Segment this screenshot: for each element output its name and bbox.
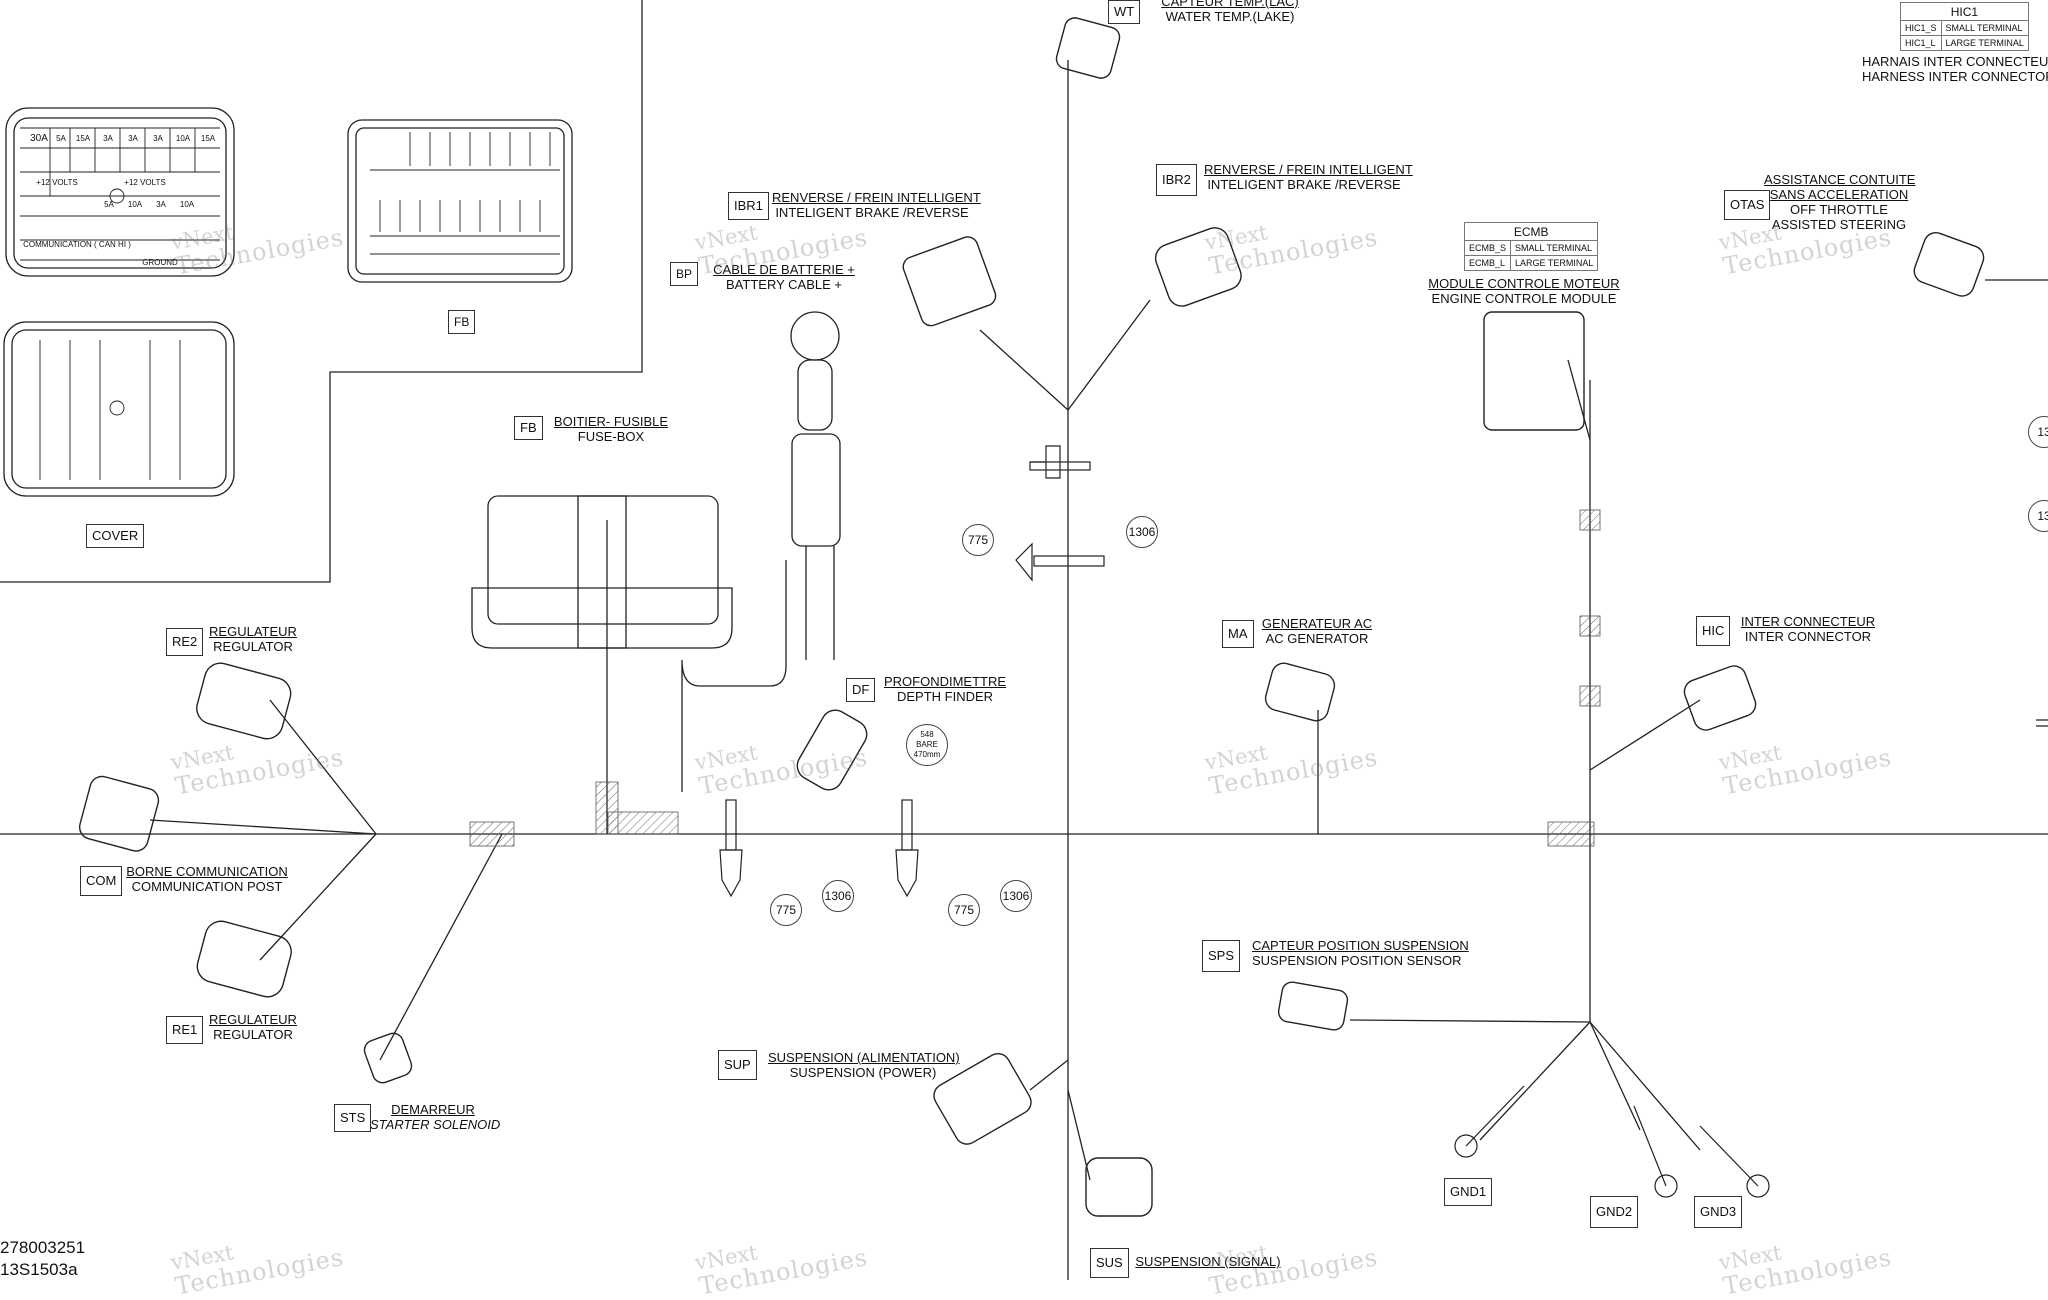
ref-sts: STS <box>334 1104 372 1132</box>
fuse-text-a: +12 VOLTS <box>36 178 78 187</box>
ground-label-2: GND2 <box>1590 1196 1639 1228</box>
ground-lug-2 <box>1654 1174 1678 1198</box>
label-sup: SUSPENSION (ALIMENTATION)SUSPENSION (POW… <box>768 1050 960 1080</box>
connector-com <box>78 775 160 852</box>
connector-otas <box>1913 231 1985 297</box>
fuse-rating-3: 3A <box>103 134 113 143</box>
fuse-rating-9: 10A <box>127 200 143 209</box>
connector-wt <box>1055 17 1121 79</box>
connector-sts <box>363 1032 413 1084</box>
cover-label: COVER <box>86 524 145 548</box>
connector-df <box>796 709 868 791</box>
fuse-panel-outline <box>5 107 235 277</box>
fuse-rating-7: 15A <box>200 134 216 143</box>
connector-re2 <box>196 662 292 740</box>
fuse-rating-6: 10A <box>175 134 191 143</box>
label-bp: CABLE DE BATTERIE +BATTERY CABLE + <box>713 262 855 292</box>
ref-sps: SPS <box>1202 940 1241 972</box>
ref-hic: HIC <box>1696 616 1731 646</box>
ground-label-1: GND1 <box>1444 1178 1493 1206</box>
part-775-b: 775 <box>770 894 802 926</box>
ref-bp: BP <box>670 262 699 286</box>
fuse-rating-11: 10A <box>179 200 195 209</box>
ref-ma: MA <box>1222 620 1254 648</box>
connector-ibr2 <box>1154 227 1242 307</box>
connector-sup <box>933 1052 1032 1145</box>
fuse-rating-2: 15A <box>75 134 91 143</box>
ground-label-3: GND3 <box>1694 1196 1743 1228</box>
ref-re1: RE1 <box>166 1016 204 1044</box>
label-wt: CAPTEUR TEMP.(LAC)WATER TEMP.(LAKE) <box>1161 0 1299 24</box>
ref-com: COM <box>80 866 123 896</box>
ref-wt: WT <box>1108 0 1141 24</box>
connector-ecm <box>1483 311 1585 431</box>
ref-re2: RE2 <box>166 628 204 656</box>
part-1306-b: 1306 <box>822 880 854 912</box>
fuse-rating-4: 3A <box>128 134 138 143</box>
fuse-block-outline <box>347 119 573 283</box>
connector-sps <box>1277 981 1349 1031</box>
drawing-code: 13S1503a <box>0 1260 78 1279</box>
part-775-c: 775 <box>948 894 980 926</box>
ref-df: DF <box>846 678 876 702</box>
doc-number: 278003251 <box>0 1238 86 1257</box>
ref-sup: SUP <box>718 1050 757 1080</box>
ground-lug-1 <box>1454 1134 1478 1158</box>
connector-ibr1 <box>902 236 997 327</box>
connector-ma <box>1264 662 1336 722</box>
depth-wire-note: 548 BARE 470mm <box>906 724 948 766</box>
fb-inset-ref: FB <box>448 310 476 334</box>
fuse-rating-1: 5A <box>56 134 66 143</box>
ground-lug-3 <box>1746 1174 1770 1198</box>
connector-re1 <box>196 920 292 998</box>
ref-fb: FB <box>514 416 543 440</box>
fuse-text-c: COMMUNICATION ( CAN HI ) <box>23 240 131 249</box>
ref-ibr1: IBR1 <box>728 192 769 220</box>
fuse-text-b: +12 VOLTS <box>124 178 166 187</box>
fuse-rating-8: 5A <box>104 200 114 209</box>
ref-sus: SUS <box>1090 1248 1129 1278</box>
ref-ibr2: IBR2 <box>1156 164 1197 196</box>
part-1306-a: 1306 <box>1126 516 1158 548</box>
part-775-a: 775 <box>962 524 994 556</box>
fuse-rating-5: 3A <box>153 134 163 143</box>
label-sus: SUSPENSION (SIGNAL) <box>1135 1254 1281 1269</box>
connector-sus <box>1085 1157 1153 1217</box>
ref-otas: OTAS <box>1724 190 1771 220</box>
connector-hic <box>1683 665 1757 731</box>
fuse-rating-10: 3A <box>156 200 166 209</box>
fuse-rating-0: 30A <box>30 133 48 144</box>
part-1306-c: 1306 <box>1000 880 1032 912</box>
cover-outline <box>3 321 235 497</box>
fuse-text-d: GROUND <box>142 258 178 267</box>
inset-frame <box>0 0 643 583</box>
fuse-box-body <box>487 495 719 625</box>
